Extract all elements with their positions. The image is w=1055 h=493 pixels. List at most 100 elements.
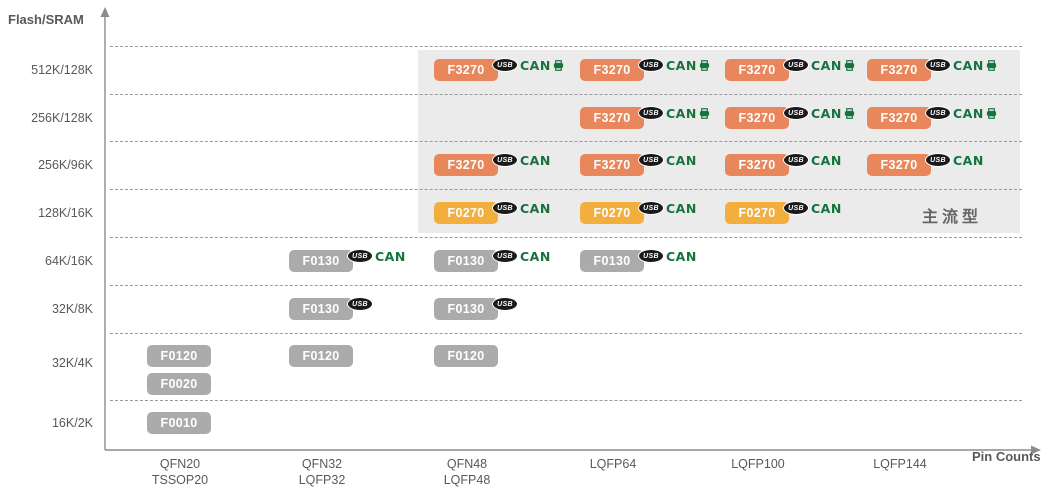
package-name: QFN48 <box>446 457 488 471</box>
chip-f3270: F3270 <box>580 154 644 176</box>
can-bus-label: CAN <box>953 105 984 121</box>
usb-logo-icon: USB <box>347 297 373 311</box>
y-tick-label: 16K/2K <box>51 416 93 430</box>
usb-logo-icon: USB <box>492 249 518 263</box>
chip-f3270: F3270 <box>725 59 789 81</box>
package-name: LQFP100 <box>731 457 785 471</box>
y-axis-title: Flash/SRAM <box>8 12 84 27</box>
can-bus-label: CAN <box>520 57 551 73</box>
y-tick-label: 64K/16K <box>45 254 93 268</box>
chip-f0120: F0120 <box>147 345 211 367</box>
chip-cell: F0120 <box>434 345 498 367</box>
usb-logo-icon: USB <box>492 201 518 215</box>
printer-icon <box>844 107 855 119</box>
can-bus-label: CAN <box>811 152 842 168</box>
y-tick-label: 512K/128K <box>31 63 93 77</box>
chip-f0120: F0120 <box>289 345 353 367</box>
can-bus-label: CAN <box>666 152 697 168</box>
usb-logo-icon: USB <box>925 106 951 120</box>
printer-icon <box>699 59 710 71</box>
can-bus-label: CAN <box>811 200 842 216</box>
dashed-gridline-7 <box>110 400 1022 401</box>
can-bus-label: CAN <box>811 105 842 121</box>
printer-icon <box>553 59 564 71</box>
dashed-gridline-3 <box>110 189 1022 190</box>
chip-f0270: F0270 <box>580 202 644 224</box>
can-bus-label: CAN <box>953 152 984 168</box>
x-axis-title: Pin Counts <box>972 449 1041 464</box>
chip-f0270: F0270 <box>434 202 498 224</box>
dashed-gridline-0 <box>110 46 1022 47</box>
dashed-gridline-2 <box>110 141 1022 142</box>
chip-f3270: F3270 <box>725 107 789 129</box>
printer-icon <box>986 59 997 71</box>
chip-cell: F0120 <box>147 345 211 367</box>
usb-logo-icon: USB <box>783 58 809 72</box>
dashed-gridline-4 <box>110 237 1022 238</box>
package-name: LQFP48 <box>443 473 491 487</box>
chip-f3270: F3270 <box>434 59 498 81</box>
y-tick-label: 256K/96K <box>38 158 93 172</box>
package-name: QFN20 <box>159 457 201 471</box>
usb-logo-icon: USB <box>925 153 951 167</box>
chip-f0120: F0120 <box>434 345 498 367</box>
can-bus-label: CAN <box>666 57 697 73</box>
x-tick-label: LQFP64 <box>548 456 678 472</box>
chip-f0130: F0130 <box>289 250 353 272</box>
chip-f3270: F3270 <box>867 107 931 129</box>
usb-logo-icon: USB <box>492 153 518 167</box>
chip-f0130: F0130 <box>289 298 353 320</box>
usb-logo-icon: USB <box>492 297 518 311</box>
chip-f3270: F3270 <box>434 154 498 176</box>
can-bus-label: CAN <box>666 248 697 264</box>
usb-logo-icon: USB <box>638 249 664 263</box>
usb-logo-icon: USB <box>638 106 664 120</box>
package-name: LQFP32 <box>298 473 346 487</box>
printer-icon <box>844 59 855 71</box>
chip-f3270: F3270 <box>725 154 789 176</box>
can-bus-label: CAN <box>520 152 551 168</box>
usb-logo-icon: USB <box>638 153 664 167</box>
chip-f0130: F0130 <box>434 298 498 320</box>
printer-icon <box>986 107 997 119</box>
mainstream-label: 主流型 <box>922 209 983 226</box>
can-bus-label: CAN <box>666 200 697 216</box>
x-tick-label: LQFP100 <box>693 456 823 472</box>
package-name: QFN32 <box>301 457 343 471</box>
chip-f0270: F0270 <box>725 202 789 224</box>
package-name: LQFP144 <box>873 457 927 471</box>
y-tick-label: 32K/4K <box>51 356 93 370</box>
x-tick-label: LQFP144 <box>835 456 965 472</box>
chip-f0010: F0010 <box>147 412 211 434</box>
dashed-gridline-1 <box>110 94 1022 95</box>
chip-cell: F0020 <box>147 373 211 395</box>
y-tick-label: 32K/8K <box>51 302 93 316</box>
chip-cell: F0120 <box>289 345 353 367</box>
y-tick-label: 128K/16K <box>38 206 93 220</box>
usb-logo-icon: USB <box>638 58 664 72</box>
y-tick-label: 256K/128K <box>31 111 93 125</box>
can-bus-label: CAN <box>666 105 697 121</box>
